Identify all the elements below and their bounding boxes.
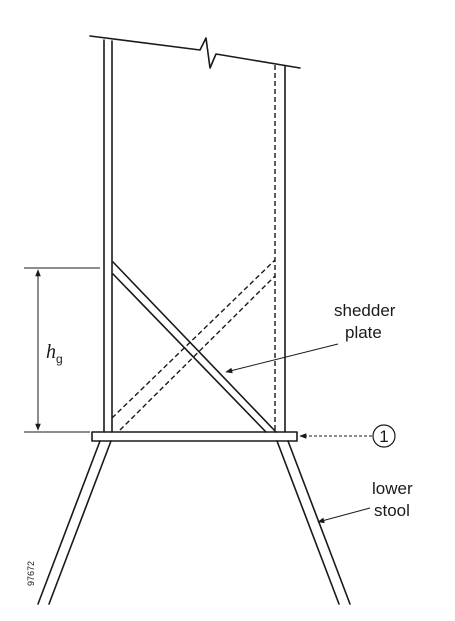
lower-stool-label-line1: lower xyxy=(372,479,413,498)
shedder-plate-edge-bottom xyxy=(112,273,267,433)
shedder-plate-far-edge-bottom xyxy=(119,275,276,431)
shedder-plate-edge-top xyxy=(112,261,277,433)
shedder-plate-label-line1: shedder xyxy=(334,301,396,320)
lower-stool-left-outer xyxy=(37,440,101,605)
lower-stool-right-outer xyxy=(287,440,351,605)
lower-stool-right-inner xyxy=(276,440,340,605)
lower-stool-left-inner xyxy=(48,440,112,605)
callout-1-circle xyxy=(372,424,396,448)
lower-stool-label-line2: stool xyxy=(374,501,410,520)
callout-1-number: 1 xyxy=(379,427,388,446)
top-break-line xyxy=(89,35,301,69)
shedder-plate-leader xyxy=(225,343,339,374)
lower-stool-leader xyxy=(317,507,371,524)
figure-code: 97672 xyxy=(26,561,36,586)
shedder-plate-label-line2: plate xyxy=(345,323,382,342)
shedder-plate-far-edge-top xyxy=(111,259,276,419)
hg-label: hg xyxy=(46,341,63,366)
base-plate xyxy=(91,431,298,442)
